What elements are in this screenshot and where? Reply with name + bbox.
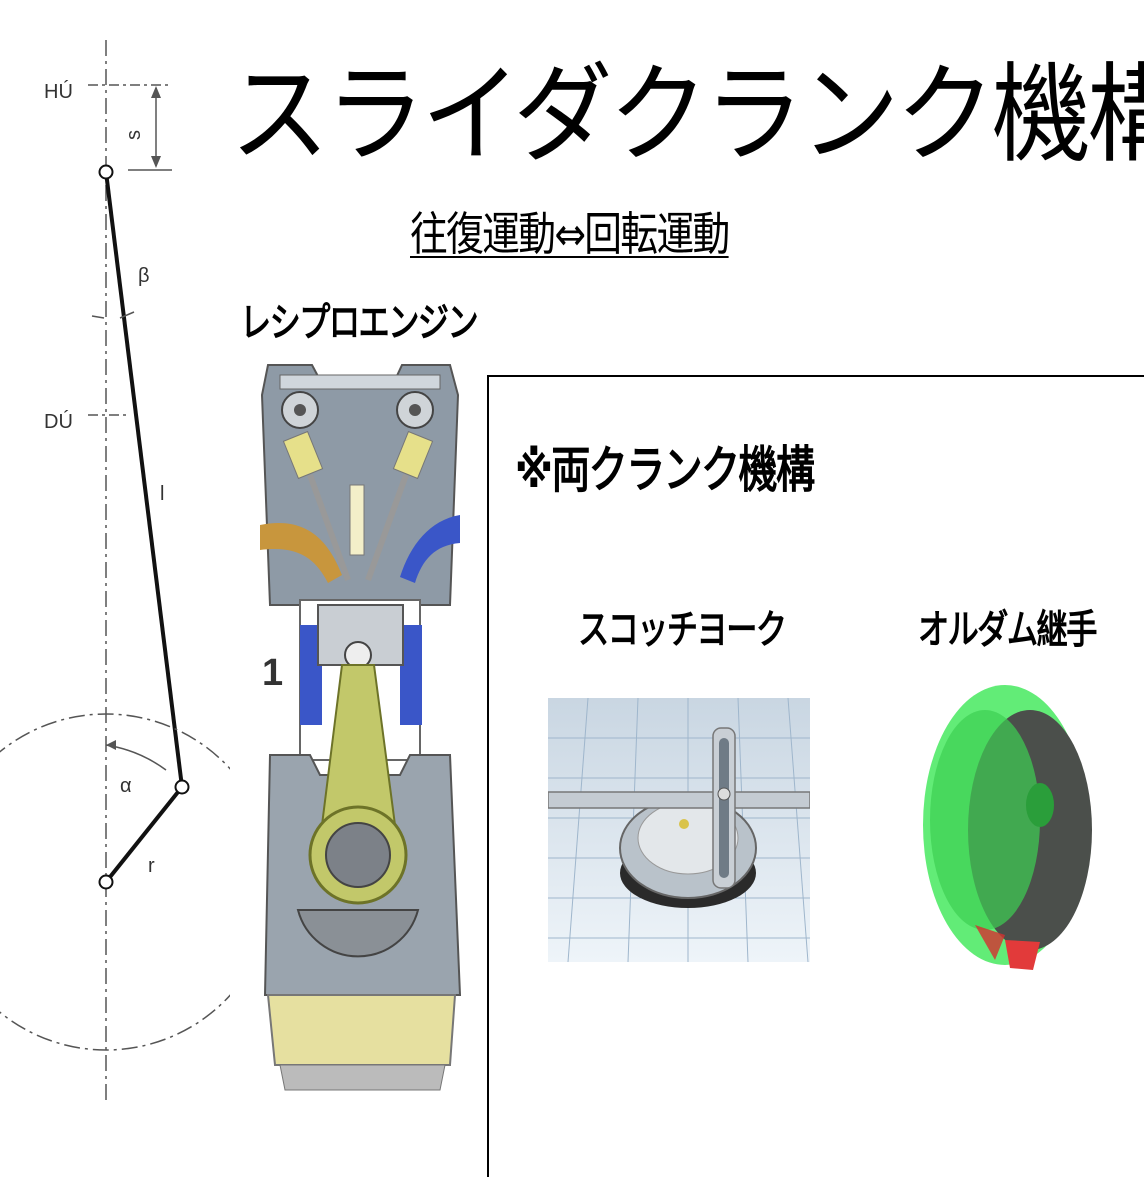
oldham-coupling-image [923,685,1092,970]
reciprocating-engine-label: レシプロエンジン [240,300,479,346]
crank-pin-joint [174,779,190,795]
crank-radius-label: r [148,855,155,877]
top-dead-center-label: HÚ [44,80,73,103]
rod-length-label: l [160,483,164,505]
stroke-arrow-up [151,86,161,98]
beta-arrow-right [119,311,135,319]
slider-crank-diagram: HÚ s β l DÚ α r [0,40,230,1100]
engine-number-badge: 1 [262,652,283,694]
bottom-dead-center-label: DÚ [44,410,73,433]
double-crank-panel [487,375,1144,1177]
beta-arrow-left [91,315,105,319]
crank-angle-label: α [120,775,132,797]
oldham-coupling-label: オルダム継手 [918,607,1097,653]
crank-arm [104,785,184,884]
double-crank-title: ※両クランク機構 [515,441,815,499]
engine-cross-section-image: 1 [260,364,462,1091]
page-title: スライダクランク機構 [230,53,1144,178]
scotch-yoke-label: スコッチヨーク [578,607,787,653]
page-subtitle: 往復運動⇔回転運動 [410,207,730,261]
crank-angle-arrow [106,740,116,750]
scotch-yoke-image [548,698,810,962]
crank-circle [0,713,230,1051]
crankshaft-joint [98,874,114,890]
rod-angle-label: β [138,265,150,287]
stroke-label: s [123,130,145,140]
piston-pin-joint [98,164,114,180]
stroke-arrow-down [151,156,161,168]
connecting-rod [104,171,184,788]
